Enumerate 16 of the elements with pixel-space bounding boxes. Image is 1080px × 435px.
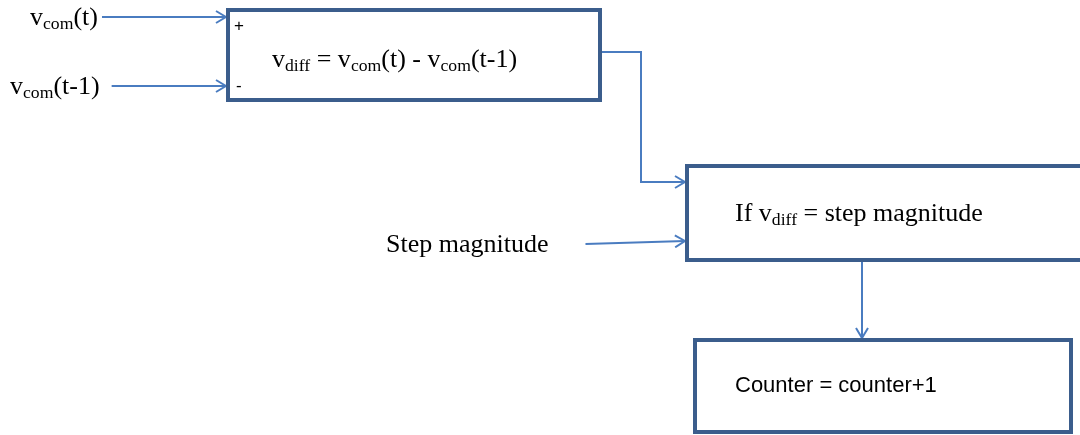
box-label: v$_{diff}$ = v$_{com}$(t) - v$_{com}$(t-1) — [272, 44, 518, 74]
process-box — [226, 8, 602, 102]
process-box — [693, 338, 1073, 434]
arrow — [101, 10, 227, 24]
process-box — [685, 164, 1080, 262]
arrow — [601, 51, 686, 189]
box-label: Counter = counter+1 — [735, 372, 937, 398]
arrow — [110, 79, 227, 93]
input-label: v$_{com}$(t-1) — [10, 71, 100, 101]
arrow — [584, 234, 686, 249]
sign-label: + — [234, 16, 244, 36]
sign-label: - — [236, 76, 242, 96]
input-label: v$_{com}$(t) — [30, 2, 98, 32]
input-label: Step magnitude — [386, 229, 549, 259]
arrow — [855, 261, 869, 339]
box-label: If v$_{diff}$ = step magnitude — [735, 198, 983, 228]
